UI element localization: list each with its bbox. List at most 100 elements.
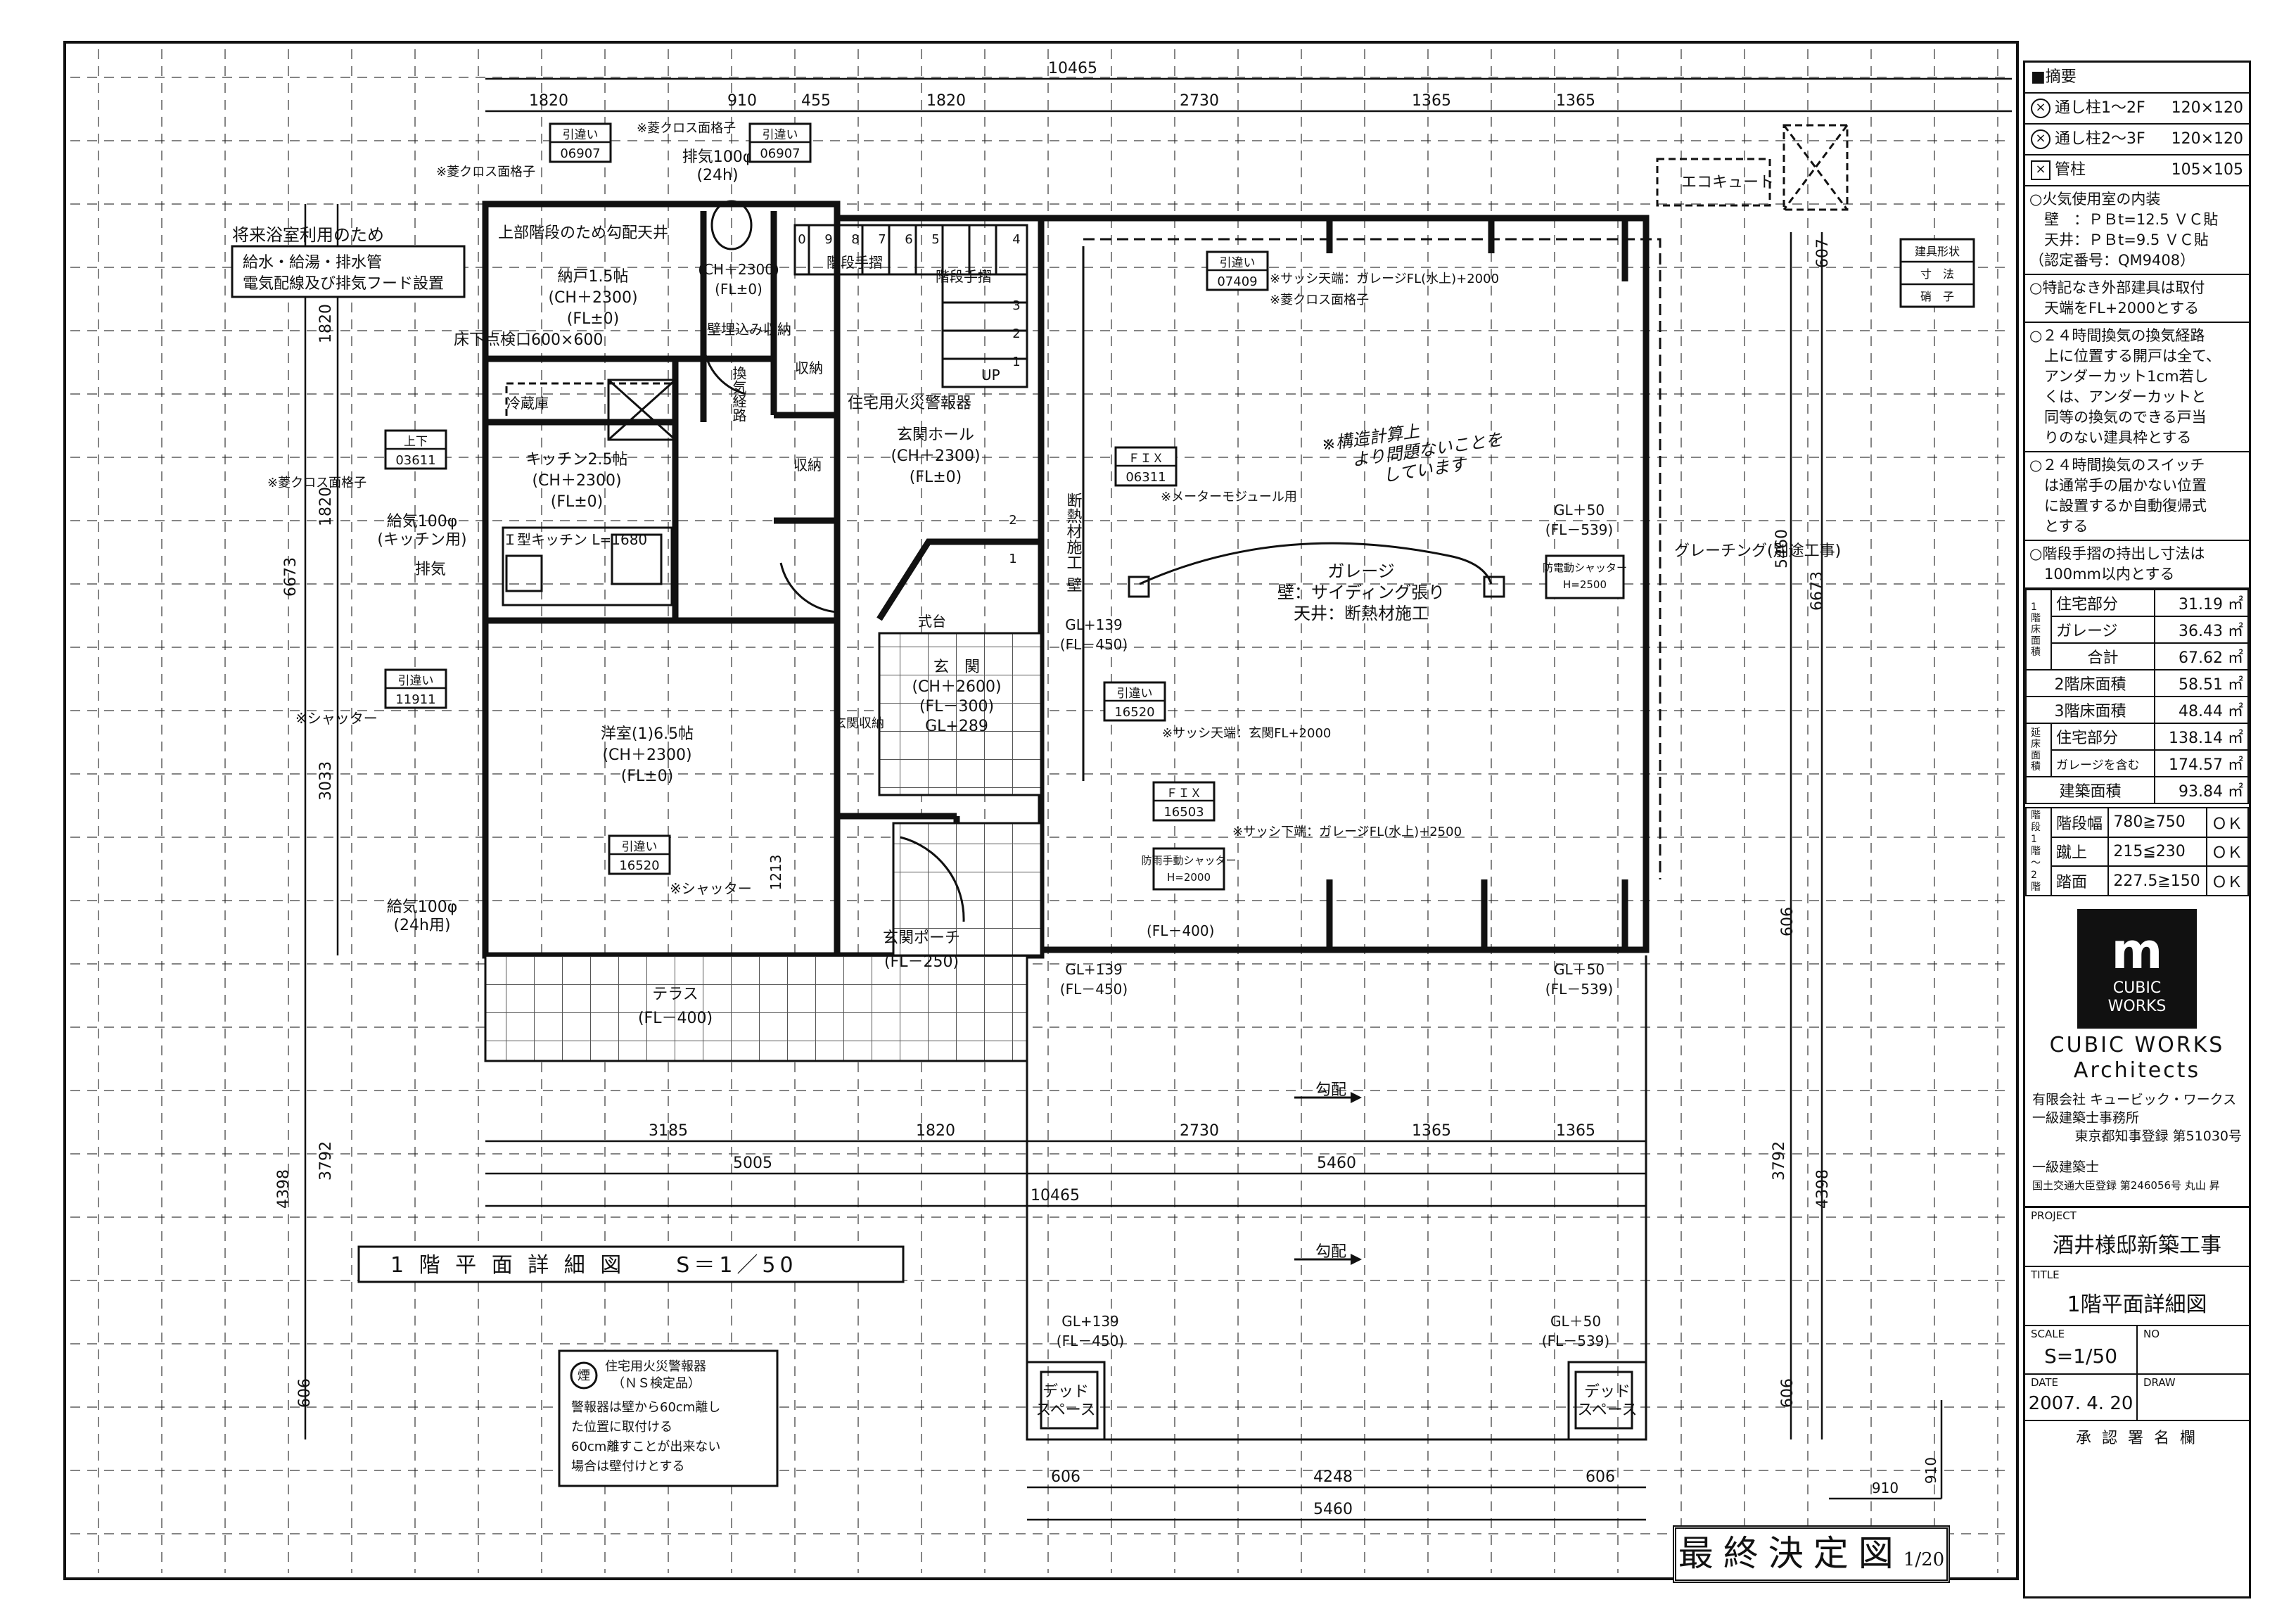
column-label: 通し柱2～3F	[2055, 130, 2145, 148]
label-wall-storage: 壁埋込み収納	[707, 321, 791, 338]
firm-name-2: Architects	[2073, 1058, 2201, 1083]
date-label: DATE	[2031, 1376, 2059, 1389]
garage-outline	[1038, 215, 1650, 953]
fl-garage: (FL－400)	[1147, 922, 1214, 939]
note-shutter-2: ※シャッター	[670, 880, 752, 897]
room-garage: ガレージ壁：サイディング張り天井：断熱材施工	[1277, 561, 1445, 623]
window-tag-code: 06311	[1125, 470, 1166, 485]
window-tag-code: 06907	[760, 146, 800, 161]
window-tag-code: 03611	[395, 453, 435, 468]
future-bath-note: 将来浴室利用のため	[232, 225, 384, 245]
stair-number: 2	[1012, 326, 1020, 341]
area-label: 住宅部分	[2050, 723, 2156, 751]
window-tag-type: 上下	[404, 435, 428, 449]
ecocute-box	[1656, 158, 1771, 207]
note-block: ○階段手摺の持出し寸法は 100mm以内とする	[2025, 541, 2249, 589]
dim-top-segment: 1365	[1556, 92, 1595, 110]
column-icon: ×	[2031, 160, 2051, 180]
room-nando: 納戸1.5帖(CH＋2300)(FL±0)	[548, 268, 637, 328]
room-youshitsu: 洋室(1)6.5帖(CH＋2300)(FL±0)	[601, 725, 694, 785]
room-genkan: 玄 関(CH＋2600)(FL－300)GL+289	[912, 659, 1001, 735]
area-label: 合計	[2050, 642, 2156, 670]
garage-light-icon	[1128, 576, 1150, 598]
area-value: 31.19 ㎡	[2154, 589, 2249, 617]
fridge-space	[505, 382, 677, 424]
stair-ok: ＯＫ	[2206, 807, 2249, 838]
note-line: 100mm以内とする	[2029, 566, 2175, 583]
note-line: 天井：ＰＢt=9.5 ＶＣ貼	[2029, 231, 2209, 248]
draw-cell: DRAW	[2138, 1375, 2249, 1420]
toilet-icon	[710, 200, 753, 250]
apron-outline	[1026, 955, 1647, 1441]
firm-info: 有限会社 キュービック・ワークス 一級建築士事務所 東京都知事登録 第51030…	[2025, 1091, 2249, 1195]
window-tag-type: ＦＩＸ	[1128, 452, 1164, 466]
room-labels: 納戸1.5帖(CH＋2300)(FL±0) キッチン2.5帖(CH＋2300)(…	[454, 224, 1445, 1027]
note-grating: グレーチング(別途工事)	[1674, 542, 1841, 560]
legend-fixture-type: 建具形状	[1915, 245, 1960, 258]
column-icon: ×	[2031, 98, 2051, 118]
area-value: 67.62 ㎡	[2154, 642, 2249, 670]
dim-right-vertical: 5460	[1773, 529, 1791, 568]
dim-corner: 910	[1872, 1480, 1899, 1496]
alarm-symbol-icon	[570, 1361, 598, 1390]
porch-tile	[892, 822, 1042, 957]
grating-line	[1083, 238, 1662, 879]
label-fire-alarm: 住宅用火災警報器	[848, 395, 971, 412]
scale-value: S=1/50	[2043, 1345, 2118, 1368]
future-bath-line-2: 電気配線及び排気フード設置	[243, 275, 444, 293]
title-block: PROJECT 酒井様邸新築工事 TITLE 1階平面詳細図 SCALE S=1…	[2025, 1206, 2249, 1452]
dim-bottom-mid: 5460	[1317, 1155, 1356, 1172]
window-tag-type: 引違い	[763, 128, 798, 142]
dim-top-segment: 1820	[529, 92, 568, 110]
label-storage-1: 収納	[795, 360, 823, 376]
room-hall: 玄関ホール(CH＋2300)(FL±0)	[891, 426, 980, 486]
dim-right-vertical: 6673	[1809, 571, 1826, 611]
note-block: ○特記なき外部建具は取付 天端をFL+2000とする	[2025, 275, 2249, 323]
window-tag-type: 引違い	[398, 674, 434, 688]
label-fridge: 冷蔵庫	[506, 395, 549, 412]
dim-porch: 606	[1051, 1468, 1080, 1486]
area-label: 住宅部分	[2050, 589, 2156, 617]
summary-title: ■摘要	[2025, 63, 2249, 94]
dim-corner: 910	[1922, 1457, 1939, 1484]
note-line: 上に位置する開戸は全て、	[2029, 348, 2221, 364]
label-sloped-ceiling: 上部階段のため勾配天井	[498, 224, 668, 242]
alarm-symbol-text: 煙	[578, 1368, 590, 1383]
note-dead-space-2: デッドスペース	[1577, 1383, 1637, 1419]
date-value: 2007. 4. 20	[2028, 1393, 2134, 1414]
label-up: UP	[981, 367, 1000, 383]
room-porch: 玄関ポーチ(FL－250)	[883, 929, 960, 971]
firm-info-line: 一級建築士	[2032, 1159, 2100, 1175]
label-stair-rail: 階段手摺	[827, 254, 883, 271]
stair-ok: ＯＫ	[2206, 836, 2249, 867]
sheet-title: 1階平面詳細図	[2025, 1283, 2249, 1326]
date-row: DATE 2007. 4. 20 DRAW	[2025, 1375, 2249, 1421]
note-line: ○２４時間換気の換気経路	[2029, 327, 2205, 344]
shutter-el-box-2	[1152, 847, 1225, 891]
floor-hatch	[607, 379, 677, 441]
note-sash-1: ※サッシ天端：ガレージFL(水上)+2000	[1270, 272, 1499, 286]
handwritten-note: ※構造計算上より問題ないことをしています	[1320, 410, 1507, 494]
scale-cell: SCALE S=1/50	[2025, 1326, 2138, 1373]
area-value: 138.14 ㎡	[2154, 723, 2249, 751]
terrace-tile	[484, 954, 1028, 1062]
note-slope-1: 勾配	[1315, 1081, 1346, 1099]
genkan-step	[876, 538, 1041, 621]
title-label: TITLE	[2031, 1269, 2060, 1281]
stair-number: 4	[1012, 232, 1020, 247]
project-name: 酒井様邸新築工事	[2025, 1223, 2249, 1267]
dim-porch: 4248	[1313, 1468, 1353, 1486]
label-shikidai: 式台	[918, 613, 946, 630]
dim-top-total: 10465	[1048, 60, 1097, 77]
fixture-legend-box	[1899, 238, 1975, 308]
note-shutter-1: ※シャッター	[295, 710, 378, 727]
final-stamp-suffix: 1/20	[1903, 1549, 1945, 1570]
